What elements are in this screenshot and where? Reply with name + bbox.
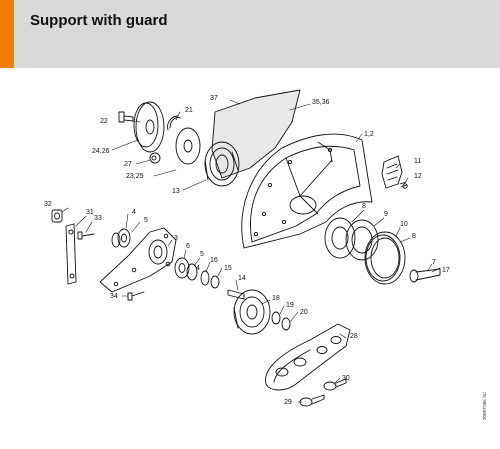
part-belt-ring-8 [324, 217, 356, 259]
callout-8a: 8 [362, 203, 366, 210]
callout-9: 9 [384, 211, 388, 218]
callout-35-36: 35,36 [312, 99, 330, 106]
part-cover-sheet [211, 89, 301, 179]
part-knob-30 [323, 378, 347, 391]
part-ring-21 [167, 115, 181, 131]
callout-15: 15 [224, 265, 232, 272]
part-belt-guard [265, 323, 351, 391]
parts-diagram: 37 35,36 1,2 22 21 24,26 27 23,25 13 11 … [0, 68, 500, 444]
header-band: Support with guard [0, 0, 500, 68]
callout-6: 6 [186, 243, 190, 250]
part-ring-16 [200, 270, 210, 286]
callout-4a: 4 [132, 209, 136, 216]
drawing-code: 300ET366 SC [482, 391, 487, 420]
callout-30: 30 [342, 375, 350, 382]
part-screw-7 [409, 268, 441, 283]
callout-23-25: 23,25 [126, 173, 144, 180]
callout-29: 29 [284, 399, 292, 406]
callout-11: 11 [414, 158, 421, 165]
leader-lines [61, 99, 441, 403]
part-screw-33 [77, 231, 95, 240]
part-bearing-4b [186, 263, 198, 281]
callout-16: 16 [210, 257, 218, 264]
callout-37: 37 [210, 95, 218, 102]
callout-20: 20 [300, 309, 308, 316]
callout-24-26: 24,26 [92, 148, 110, 155]
part-sleeve-27 [149, 152, 161, 164]
part-v-belt-10 [364, 231, 406, 285]
callout-17: 17 [442, 267, 450, 274]
part-guard [241, 133, 373, 249]
part-bearing-6 [174, 257, 190, 279]
callout-12: 12 [414, 173, 422, 180]
callout-5a: 5 [144, 217, 148, 224]
part-pulley-13 [204, 141, 240, 187]
callout-22: 22 [100, 118, 108, 125]
part-nut-32 [51, 209, 63, 223]
callout-21: 21 [185, 107, 193, 114]
callout-19: 19 [286, 302, 294, 309]
part-screw-12 [399, 181, 408, 189]
callout-28: 28 [350, 333, 358, 340]
accent-bar [0, 0, 14, 68]
callout-14: 14 [238, 275, 246, 282]
part-washer-19 [271, 311, 281, 325]
part-screw-34 [127, 291, 145, 301]
part-support-arm [99, 227, 177, 293]
callout-4b: 4 [196, 265, 200, 272]
part-plate-31 [65, 223, 77, 285]
exploded-view: 37 35,36 1,2 22 21 24,26 27 23,25 13 11 … [44, 89, 487, 420]
callout-10: 10 [400, 221, 408, 228]
part-pulley-18 [233, 289, 271, 335]
callout-13: 13 [172, 188, 180, 195]
callout-labels: 37 35,36 1,2 22 21 24,26 27 23,25 13 11 … [44, 95, 487, 420]
callout-18: 18 [272, 295, 280, 302]
part-circlip-5a [111, 232, 121, 248]
part-knob-29 [299, 394, 325, 407]
part-cutting-disc [133, 101, 165, 153]
part-damper [381, 155, 403, 189]
callout-1-2: 1,2 [364, 131, 374, 138]
part-bolt-22 [118, 111, 134, 123]
callout-8b: 8 [412, 233, 416, 240]
callout-31: 31 [86, 209, 94, 216]
callout-34: 34 [110, 293, 118, 300]
callout-3: 3 [174, 235, 178, 242]
part-nut-20 [281, 317, 291, 331]
part-washer-15 [210, 275, 220, 289]
callout-7: 7 [432, 259, 436, 266]
callout-5b: 5 [200, 251, 204, 258]
part-spacer-9 [345, 219, 379, 261]
page-title: Support with guard [30, 12, 168, 29]
part-shaft-14 [227, 289, 245, 300]
callout-33: 33 [94, 215, 102, 222]
part-bearing-4a [117, 228, 131, 248]
part-thrust-washer [175, 127, 201, 165]
callout-27: 27 [124, 161, 132, 168]
callout-32: 32 [44, 201, 52, 208]
